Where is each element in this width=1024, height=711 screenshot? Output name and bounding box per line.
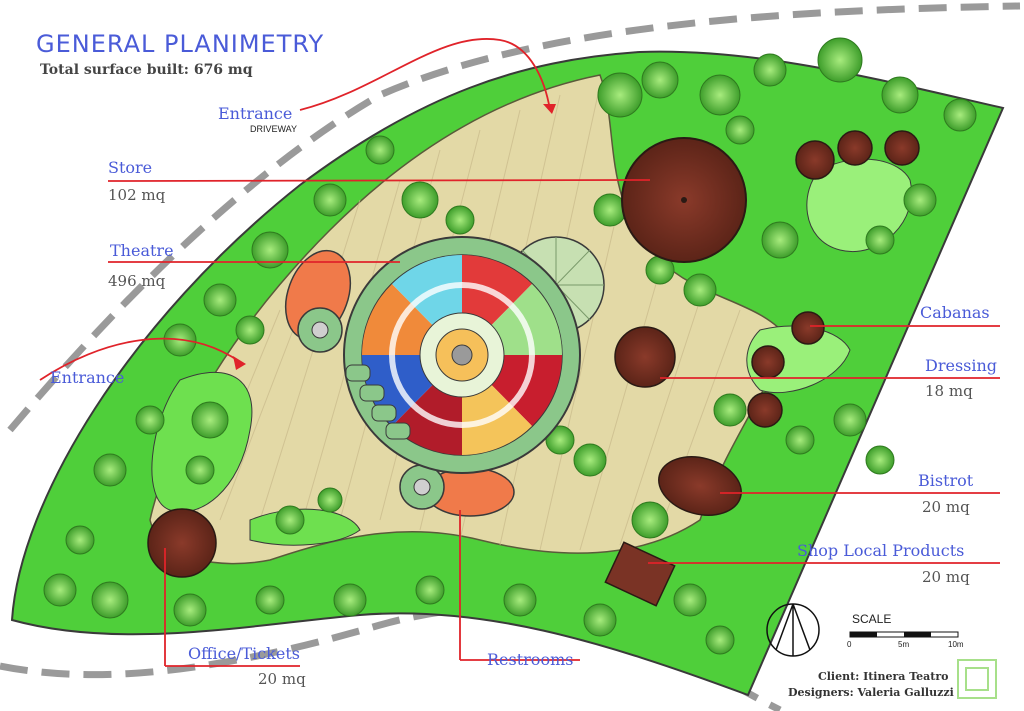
entrance-arrow-driveway (299, 38, 551, 111)
scale-tick-5: 5m (898, 640, 910, 649)
dressing-building (614, 326, 676, 388)
page-title: GENERAL PLANIMETRY (36, 30, 325, 58)
designers-credit: Designers: Valeria Galluzzi (788, 686, 954, 699)
shop-building (604, 541, 676, 607)
bistrot-area: 20 mq (922, 498, 970, 516)
dressing-name: Dressing (925, 356, 998, 375)
bistrot-name: Bistrot (918, 471, 974, 490)
theatre-name: Theatre (110, 241, 174, 260)
client-credit: Client: Itinera Teatro (818, 670, 949, 683)
entrance-arrow-main (39, 337, 241, 381)
entrance-main-label: Entrance (50, 368, 125, 387)
store-name: Store (108, 158, 153, 177)
total-surface: Total surface built: 676 mq (40, 62, 253, 78)
theatre-boxes (345, 364, 411, 440)
shop-area: 20 mq (922, 568, 970, 586)
scale-bar (849, 631, 959, 638)
theatre-area: 496 mq (108, 272, 166, 290)
bistrot-building (658, 456, 742, 516)
office-area: 20 mq (258, 670, 306, 688)
scale-tick-0: 0 (847, 640, 852, 649)
office-name: Office/Tickets (188, 644, 300, 663)
scale-tick-10: 10m (948, 640, 964, 649)
dashed-boundary-top (7, 2, 1021, 433)
north-arrow-icon (766, 603, 820, 657)
store-area: 102 mq (108, 186, 166, 204)
office-building (147, 508, 217, 578)
scale-label: SCALE (852, 612, 892, 626)
cabanas-name: Cabanas (920, 303, 990, 322)
entrance-driveway-label: Entrance (218, 104, 293, 123)
logo-square (957, 659, 997, 699)
dressing-area: 18 mq (925, 382, 973, 400)
lawn-pocket-left (151, 371, 253, 513)
leader-lines (107, 179, 1000, 667)
entrance-driveway-sub: DRIVEWAY (250, 124, 298, 134)
shop-name: Shop Local Products (797, 541, 965, 560)
restrooms-name: Restrooms (487, 650, 574, 669)
cabanas (747, 130, 920, 428)
